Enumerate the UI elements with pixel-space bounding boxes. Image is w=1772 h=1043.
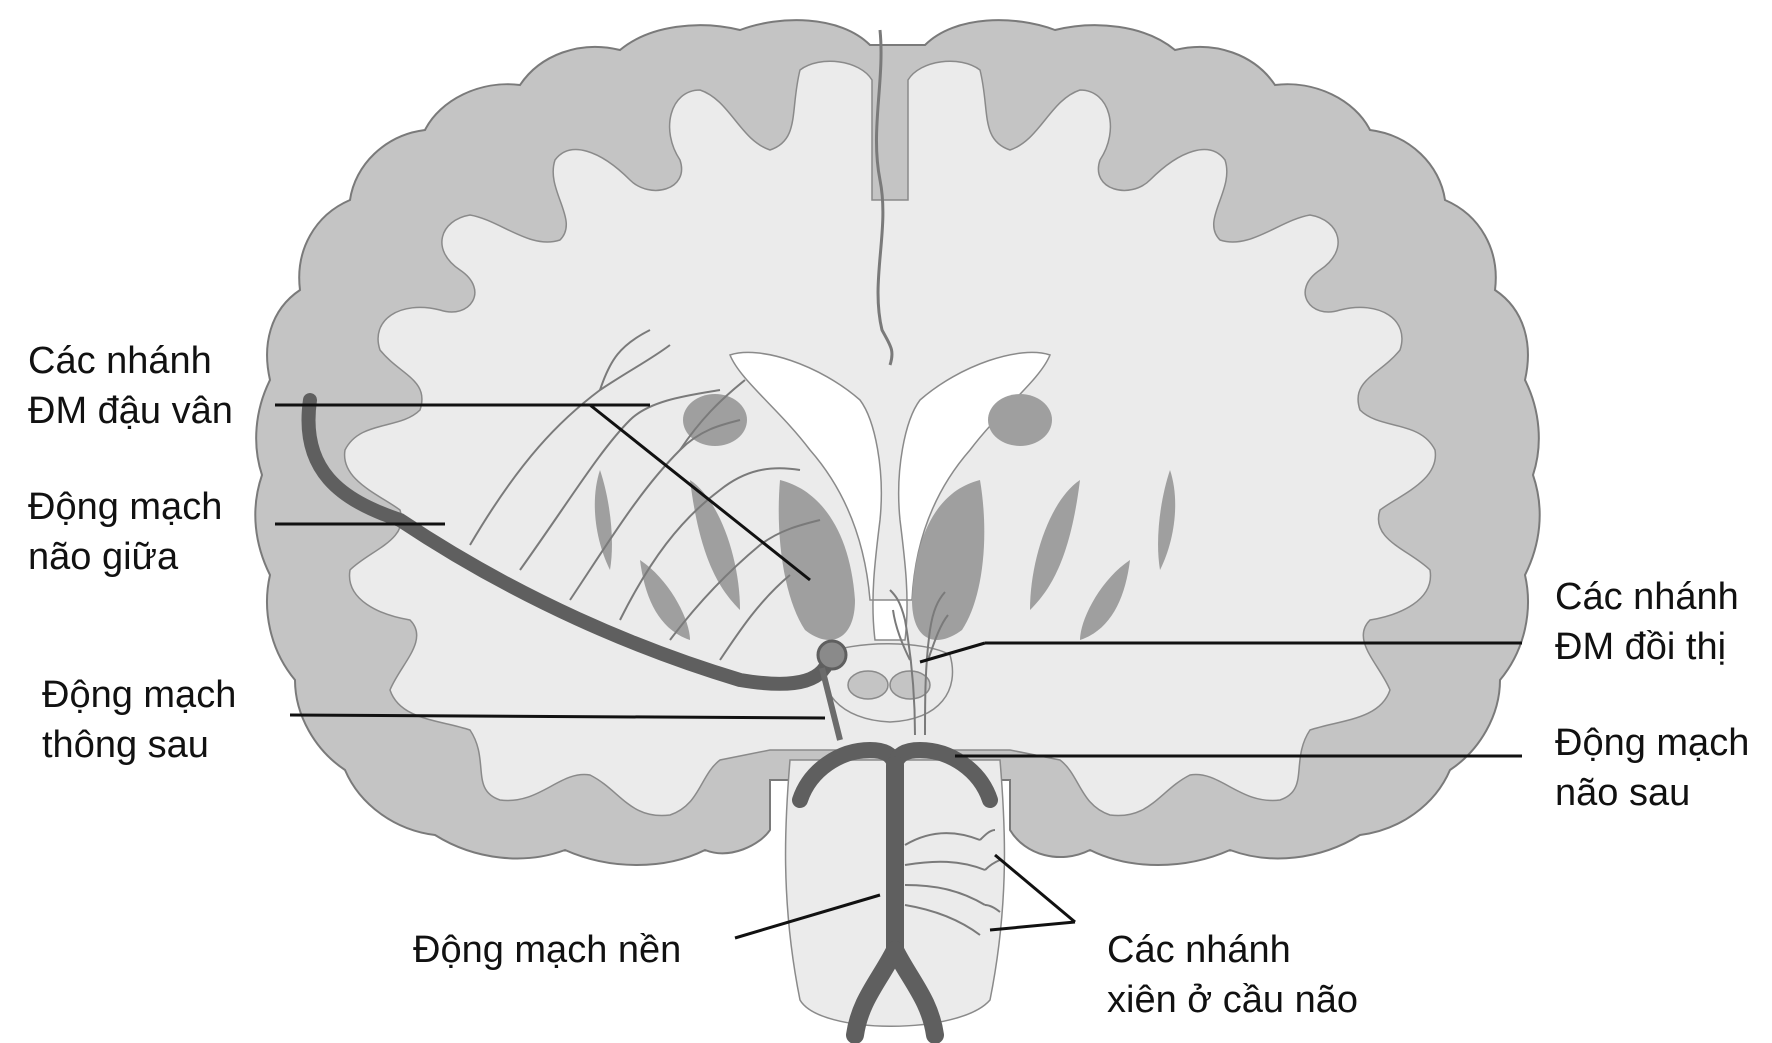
longitudinal-fissure [875, 29, 894, 366]
label-middle-cerebral-artery: Động mạch não giữa [28, 482, 222, 582]
striate-branches [469, 329, 821, 661]
label-striate-branches: Các nhánh ĐM đậu vân [28, 336, 233, 436]
label-striate-line1: Các nhánh [28, 340, 212, 382]
label-pca-line1: Động mạch [1555, 722, 1750, 764]
label-mca-line2: não giữa [28, 536, 179, 578]
leader-thalamic-short [919, 641, 986, 664]
label-striate-line2: ĐM đậu vân [28, 390, 233, 432]
pontine-perforating-branches [904, 829, 1001, 936]
leader-pcomm [289, 713, 826, 720]
label-mca-line1: Động mạch [28, 486, 223, 528]
label-pcomm-line2: thông sau [42, 724, 209, 766]
leader-striate-diagonal [589, 403, 811, 582]
basilar-artery [846, 756, 944, 1043]
label-posterior-communicating-artery: Động mạch thông sau [42, 670, 236, 770]
leader-basilar [734, 893, 881, 940]
leader-pontine-bottom [989, 920, 1076, 932]
mammillary-bodies [822, 643, 954, 723]
leader-lines [275, 403, 1522, 940]
label-basilar-artery: Động mạch nền [413, 925, 681, 975]
label-thalamic-branches: Các nhánh ĐM đồi thị [1555, 572, 1739, 672]
label-pontine-branches: Các nhánh xiên ở cầu não [1107, 925, 1358, 1025]
lateral-ventricles [729, 351, 1051, 641]
posterior-communicating-artery [819, 667, 843, 741]
label-basilar-line1: Động mạch nền [413, 929, 682, 971]
leader-pontine-top [994, 853, 1076, 924]
middle-cerebral-artery [301, 393, 848, 691]
label-pontine-line2: xiên ở cầu não [1107, 979, 1358, 1021]
label-posterior-cerebral-artery: Động mạch não sau [1555, 718, 1749, 818]
posterior-cerebral-arteries [792, 742, 998, 808]
thalamic-branches [889, 589, 949, 736]
label-pcomm-line1: Động mạch [42, 674, 237, 716]
white-matter [344, 60, 1436, 817]
label-thalamic-line1: Các nhánh [1555, 576, 1739, 618]
label-pca-line2: não sau [1555, 772, 1691, 814]
label-pontine-line1: Các nhánh [1107, 929, 1291, 971]
label-thalamic-line2: ĐM đồi thị [1555, 626, 1727, 668]
deep-gray-nuclei [594, 394, 1176, 640]
